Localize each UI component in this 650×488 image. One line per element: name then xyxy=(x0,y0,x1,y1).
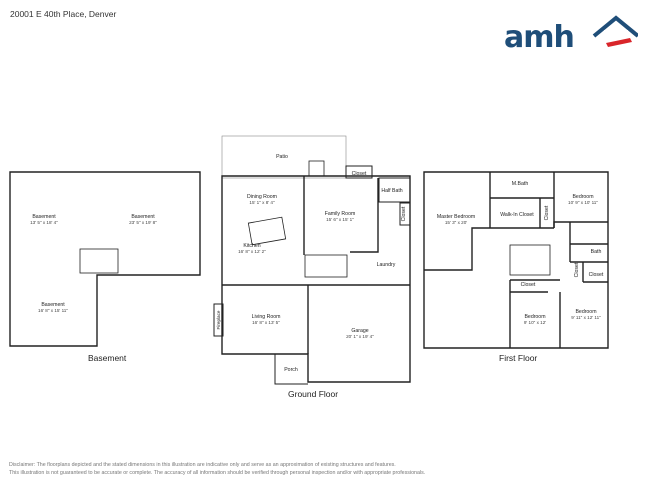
closet-small-box xyxy=(399,202,411,226)
half-bath-box xyxy=(378,177,411,203)
room-porch: Porch xyxy=(284,367,298,373)
room-basement-2: Basement xyxy=(131,214,155,220)
house-roof-icon xyxy=(592,15,638,47)
room-master: Master Bedroom xyxy=(437,214,475,220)
room-closet-first-2: Closet xyxy=(574,262,580,277)
room-basement-2-dim: 23' 5" x 19' 8" xyxy=(129,220,157,225)
room-bedroom-se-dim: 9' 11" x 12' 11" xyxy=(571,315,601,320)
room-bedroom-ne-dim: 10' 9" x 10' 11" xyxy=(568,200,598,205)
room-bedroom-s-dim: 9' 10" x 12' xyxy=(524,320,546,325)
room-bedroom-s: Bedroom xyxy=(524,314,545,320)
room-fireplace: Fireplace xyxy=(216,310,221,329)
room-mbath: M.Bath xyxy=(512,181,529,187)
basement-outline xyxy=(9,171,201,347)
room-closet-first-4: Closet xyxy=(521,282,536,288)
room-bedroom-se: Bedroom xyxy=(575,309,596,315)
disclaimer-line-2: This illustration is not guaranteed to b… xyxy=(9,470,426,476)
chimney-box xyxy=(308,160,325,177)
room-basement-1-dim: 13' 5" x 18' 4" xyxy=(30,220,58,225)
porch-outline xyxy=(274,354,308,385)
room-basement-3: Basement xyxy=(41,302,65,308)
room-basement-3-dim: 16' 8" x 15' 11" xyxy=(38,308,68,313)
room-dining: Dining Room xyxy=(247,194,277,200)
room-closet-ground: Closet xyxy=(352,171,367,177)
basement-stairs xyxy=(79,248,119,274)
room-living-dim: 16' 8" x 13' 5" xyxy=(252,320,280,325)
patio-outline xyxy=(221,135,347,179)
room-master-dim: 15' 3" x 20' xyxy=(445,220,467,225)
room-kitchen: Kitchen xyxy=(243,243,260,249)
room-bedroom-ne: Bedroom xyxy=(572,194,593,200)
fireplace-box xyxy=(213,303,224,337)
floor-label-first: First Floor xyxy=(499,353,538,363)
room-laundry: Laundry xyxy=(377,262,396,268)
room-dining-dim: 15' 1" x 8' 4" xyxy=(249,200,275,205)
room-living: Living Room xyxy=(252,314,281,320)
ground-stairs xyxy=(304,254,348,278)
upper-stairs xyxy=(509,244,551,276)
room-basement-1: Basement xyxy=(32,214,56,220)
room-bath: Bath xyxy=(591,249,602,255)
room-closet-first-1: Closet xyxy=(544,205,550,220)
room-kitchen-dim: 16' 8" x 12' 2" xyxy=(238,249,266,254)
island-counter xyxy=(247,216,287,246)
floor-label-basement: Basement xyxy=(88,353,127,363)
floor-label-ground: Ground Floor xyxy=(288,389,339,399)
room-half-bath: Half Bath xyxy=(381,188,402,194)
disclaimer-line-1: Disclaimer: The floorplans depicted and … xyxy=(9,462,396,468)
room-walkin: Walk-In Closet xyxy=(500,212,534,218)
ground-floor-outline xyxy=(221,175,411,383)
room-closet-first-3: Closet xyxy=(589,272,604,278)
closet-box xyxy=(345,165,373,179)
brand-wordmark: amh xyxy=(504,20,575,55)
room-garage-dim: 20' 1" x 19' 4" xyxy=(346,334,374,339)
property-address: 20001 E 40th Place, Denver xyxy=(10,9,117,19)
first-floor-outline xyxy=(423,171,609,349)
room-patio: Patio xyxy=(276,154,288,160)
room-family: Family Room xyxy=(325,211,356,217)
amh-logo: amh xyxy=(504,10,638,55)
room-family-dim: 15' 6" x 15' 1" xyxy=(326,217,354,222)
room-closet-ground-2: Closet xyxy=(401,206,407,221)
room-garage: Garage xyxy=(351,328,368,334)
